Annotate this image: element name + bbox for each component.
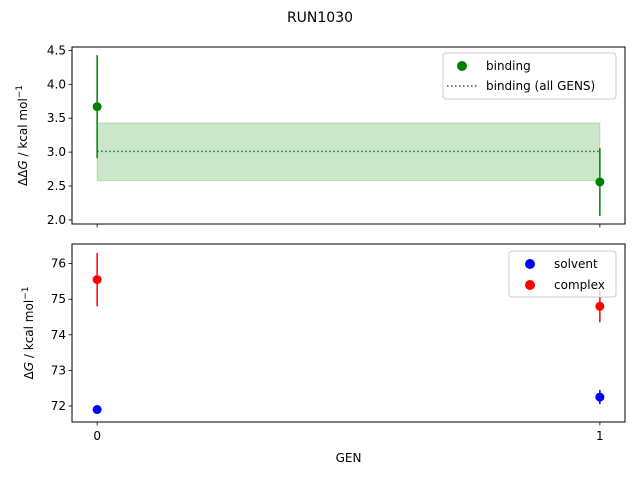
- x-tick-label: 0: [93, 429, 101, 443]
- data-point-solvent: [92, 405, 102, 415]
- legend-label-binding-all-gens: binding (all GENS): [486, 79, 595, 93]
- legend-label-binding: binding: [486, 59, 531, 73]
- top-y-axis-label: ΔΔG / kcal mol−1: [15, 85, 30, 186]
- y-tick-label: 2.5: [47, 179, 66, 193]
- top-marks: [92, 55, 605, 216]
- bottom-legend-box: [508, 250, 617, 298]
- top-y-ticks: 2.0 2.5 3.0 3.5 4.0 4.5: [47, 43, 72, 227]
- legend-marker-solvent: [525, 259, 535, 269]
- y-tick-label: 3.5: [47, 111, 66, 125]
- y-tick-label: 3.0: [47, 145, 66, 159]
- bottom-y-axis-label: ΔG / kcal mol−1: [21, 287, 36, 380]
- bottom-marks: [92, 252, 605, 415]
- data-point-solvent: [595, 392, 605, 402]
- y-tick-label: 74: [51, 328, 66, 342]
- y-tick-label: 72: [51, 399, 66, 413]
- top-legend-box: [442, 52, 617, 100]
- y-tick-label: 75: [51, 292, 66, 306]
- y-tick-label: 4.0: [47, 77, 66, 91]
- bottom-legend: solvent complex: [508, 250, 617, 298]
- y-tick-label: 4.5: [47, 43, 66, 57]
- top-x-ticks: [96, 224, 601, 228]
- legend-marker-complex: [525, 280, 535, 290]
- data-point-binding: [595, 177, 605, 187]
- reference-band: [96, 122, 601, 182]
- reference-band-layer: [96, 122, 601, 182]
- legend-label-solvent: solvent: [554, 257, 598, 271]
- top-panel: 2.0 2.5 3.0 3.5 4.0 4.5 ΔΔG / kcal mol−1 bind…: [15, 43, 626, 228]
- x-axis-label: GEN: [336, 451, 362, 465]
- y-tick-label: 73: [51, 363, 66, 377]
- data-point-binding: [92, 102, 102, 112]
- y-tick-label: 2.0: [47, 213, 66, 227]
- top-legend: binding binding (all GENS): [442, 52, 617, 100]
- top-axes-frame: [71, 46, 626, 225]
- y-tick-label: 76: [51, 257, 66, 271]
- bottom-axes-frame: [71, 243, 626, 423]
- bottom-y-ticks: 72 73 74 75 76: [51, 257, 72, 413]
- data-point-complex: [92, 275, 102, 285]
- data-point-complex: [595, 301, 605, 311]
- figure-title: RUN1030: [287, 10, 353, 26]
- legend-marker-binding: [457, 61, 467, 71]
- x-tick-label: 1: [596, 429, 604, 443]
- legend-label-complex: complex: [554, 278, 605, 292]
